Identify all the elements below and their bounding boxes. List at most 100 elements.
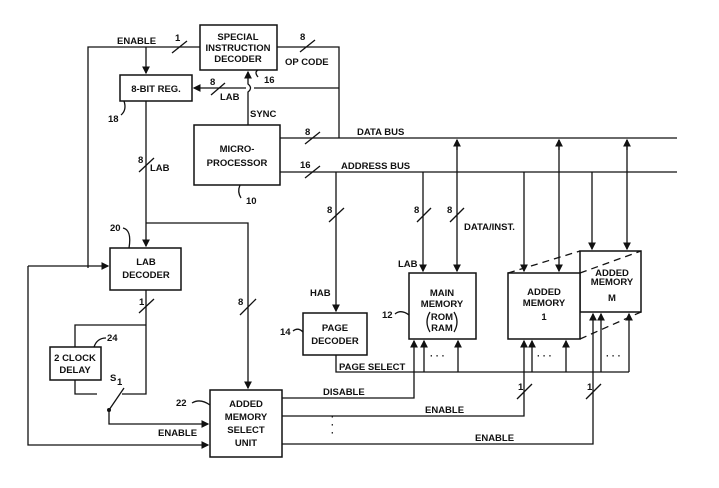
block-label: DELAY: [59, 365, 91, 376]
switch-to-select-wire: [108, 410, 210, 428]
signal-labels: ENABLE OP CODE LAB SYNC DATA BUS ADDRESS…: [110, 36, 621, 444]
width-label: 16: [300, 160, 311, 171]
microprocessor: MICRO- PROCESSOR 10: [193, 124, 281, 207]
slash: [138, 157, 155, 173]
block-label: INSTRUCTION: [206, 43, 271, 54]
special-instruction-decoder: SPECIAL INSTRUCTION DECODER 16: [199, 24, 278, 86]
leader: [191, 400, 211, 406]
slash: [304, 165, 321, 179]
lab-to-select-unit-wire: [146, 222, 252, 390]
loop-bottom-wire: [27, 266, 210, 449]
sync-label: SYNC: [250, 109, 277, 120]
block-label: UNIT: [235, 438, 257, 449]
ellipsis: · · ·: [430, 351, 445, 362]
ref-number: 22: [176, 398, 187, 409]
delay-out-wire: [74, 380, 97, 395]
slash: [304, 131, 321, 145]
block-label: LAB: [136, 257, 156, 268]
slash: [328, 207, 345, 223]
block-label: 8-BIT REG.: [131, 84, 181, 95]
lab-decoder: LAB DECODER 20: [109, 223, 182, 291]
width-label: 8: [414, 205, 419, 216]
opcode-wire: [277, 46, 340, 138]
enable-label: ENABLE: [475, 433, 514, 444]
sync-wire: [244, 70, 252, 125]
bus-width-slashes: [138, 39, 602, 400]
two-clock-delay: 2 CLOCK DELAY 24: [49, 333, 118, 381]
switch-label: S: [110, 373, 116, 384]
page-select-label: PAGE SELECT: [339, 362, 406, 373]
block-label: ADDED: [229, 399, 263, 410]
ref-number: 24: [107, 333, 118, 344]
width-label: 8: [300, 32, 305, 43]
switch-subscript: 1: [117, 377, 123, 388]
added-memory-m: ADDED MEMORY M: [579, 250, 642, 313]
lab-label: LAB: [150, 163, 170, 174]
block-label: RAM: [431, 323, 453, 334]
slash: [449, 207, 465, 223]
hab-label: HAB: [310, 288, 331, 299]
block-label: 2 CLOCK: [54, 353, 96, 364]
leader: [238, 184, 242, 199]
disable-label: DISABLE: [323, 387, 365, 398]
block-label: PAGE: [322, 323, 348, 334]
block-label: ADDED: [595, 268, 629, 279]
ellipsis: · · ·: [537, 351, 552, 362]
main-memory: MAIN MEMORY ROM RAM 12: [382, 272, 477, 340]
leader: [122, 227, 131, 249]
switch-s1: [108, 387, 125, 411]
block-label: MEMORY: [225, 412, 268, 423]
enable-mem1-wire: [282, 339, 528, 417]
leader: [93, 337, 107, 348]
ellipsis: · · ·: [606, 351, 621, 362]
ref-number: 18: [108, 114, 119, 125]
page-select-bus: [335, 355, 629, 373]
ref-number: 10: [246, 196, 257, 207]
width-label: 8: [447, 205, 452, 216]
block-label: 1: [541, 312, 547, 323]
enable-label: ENABLE: [117, 36, 156, 47]
data-inst-label: DATA/INST.: [464, 222, 515, 233]
enable-top-wire: [87, 46, 200, 268]
width-label: 8: [327, 205, 332, 216]
paren-right: [453, 311, 458, 333]
block-label: MEMORY: [591, 277, 634, 288]
added-memory-select-unit: ADDED MEMORY SELECT UNIT 22: [176, 389, 283, 458]
block-label: SELECT: [227, 425, 265, 436]
slash: [210, 82, 226, 96]
enable-label: ENABLE: [425, 405, 464, 416]
stack-perspective-dashes: [507, 250, 642, 340]
block-label: DECODER: [311, 336, 359, 347]
width-label: 1: [518, 382, 524, 393]
enable-label: ENABLE: [158, 428, 197, 439]
vertical-ellipsis-3: ·: [331, 428, 334, 439]
page-decoder: PAGE DECODER 14: [280, 312, 368, 356]
paren-left: [426, 311, 431, 333]
block-label: ROM: [431, 312, 453, 323]
block-label: DECODER: [214, 54, 262, 65]
width-label: 1: [587, 382, 593, 393]
ref-leaders: [93, 69, 410, 406]
added-memory-1: ADDED MEMORY 1: [507, 272, 581, 340]
width-label: 8: [210, 77, 215, 88]
width-label: 8: [305, 127, 310, 138]
disable-wire: [282, 339, 418, 399]
address-bus-label: ADDRESS BUS: [341, 161, 410, 172]
lab-label: LAB: [398, 259, 418, 270]
ref-number: 20: [110, 223, 121, 234]
wires: [27, 46, 677, 449]
vertical-ellipsis-2: ·: [331, 420, 334, 431]
width-label: 8: [138, 155, 143, 166]
eight-bit-register: 8-BIT REG. 18: [108, 74, 193, 125]
lab-label: LAB: [220, 92, 240, 103]
width-label: 1: [139, 297, 145, 308]
block-label: M: [608, 293, 616, 304]
block-label: DECODER: [122, 270, 170, 281]
to-delay-wire: [74, 324, 146, 347]
width-label: 1: [175, 33, 181, 44]
opcode-label: OP CODE: [285, 57, 329, 68]
leader: [394, 311, 410, 316]
slash: [585, 383, 602, 400]
slash: [171, 40, 188, 54]
ref-number: 12: [382, 310, 393, 321]
